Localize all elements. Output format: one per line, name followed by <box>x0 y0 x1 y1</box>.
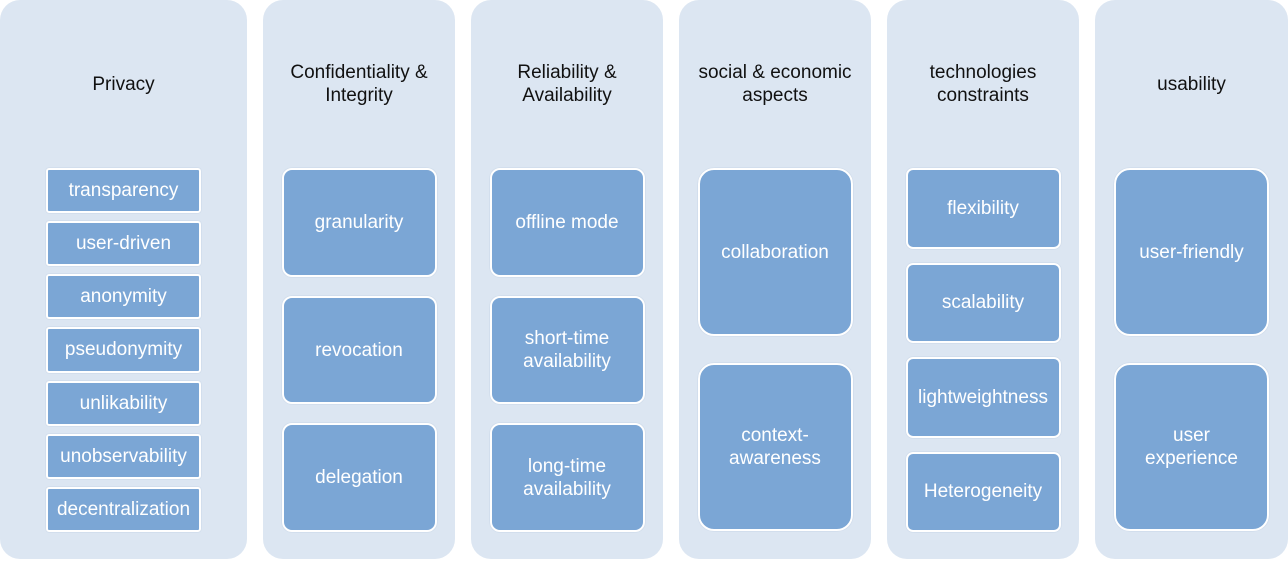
item-heterogeneity: Heterogeneity <box>905 451 1061 532</box>
item-list: transparency user-driven anonymity pseud… <box>0 168 247 532</box>
item-granularity: granularity <box>281 168 437 277</box>
item-unlikability: unlikability <box>46 380 201 426</box>
column-confidentiality-integrity: Confidentiality & Integrity granularity … <box>263 0 455 559</box>
column-technologies-constraints: technologies constraints flexibility sca… <box>887 0 1079 559</box>
column-social-economic-aspects: social & economic aspects collaboration … <box>679 0 871 559</box>
item-collaboration: collaboration <box>697 168 853 336</box>
item-user-friendly: user-friendly <box>1114 168 1269 336</box>
item-revocation: revocation <box>281 295 437 405</box>
item-pseudonymity: pseudonymity <box>46 327 201 373</box>
item-unobservability: unobservability <box>46 433 201 479</box>
item-list: flexibility scalability lightweightness … <box>887 168 1079 532</box>
item-user-driven: user-driven <box>46 221 201 267</box>
column-title: Privacy <box>92 73 155 95</box>
column-title: Reliability & Availability <box>517 62 617 106</box>
column-title: technologies constraints <box>929 62 1037 106</box>
item-anonymity: anonymity <box>46 274 201 320</box>
item-delegation: delegation <box>281 423 437 533</box>
item-list: user-friendly user experience <box>1095 168 1288 532</box>
item-short-time-availability: short-time availability <box>489 295 645 405</box>
item-lightweightness: lightweightness <box>905 357 1061 438</box>
item-list: collaboration context- awareness <box>679 168 871 532</box>
item-context-awareness: context- awareness <box>697 363 853 531</box>
item-list: granularity revocation delegation <box>263 168 455 533</box>
item-flexibility: flexibility <box>905 168 1061 249</box>
column-privacy: Privacy transparency user-driven anonymi… <box>0 0 247 559</box>
item-decentralization: decentralization <box>46 486 201 532</box>
item-user-experience: user experience <box>1114 363 1269 531</box>
item-transparency: transparency <box>46 168 201 214</box>
item-long-time-availability: long-time availability <box>489 423 645 533</box>
column-usability: usability user-friendly user experience <box>1095 0 1288 559</box>
item-scalability: scalability <box>905 262 1061 343</box>
column-reliability-availability: Reliability & Availability offline mode … <box>471 0 663 559</box>
item-offline-mode: offline mode <box>489 168 645 277</box>
item-list: offline mode short-time availability lon… <box>471 168 663 533</box>
column-title: usability <box>1157 73 1226 95</box>
column-title: social & economic aspects <box>698 62 852 106</box>
column-title: Confidentiality & Integrity <box>290 62 428 106</box>
